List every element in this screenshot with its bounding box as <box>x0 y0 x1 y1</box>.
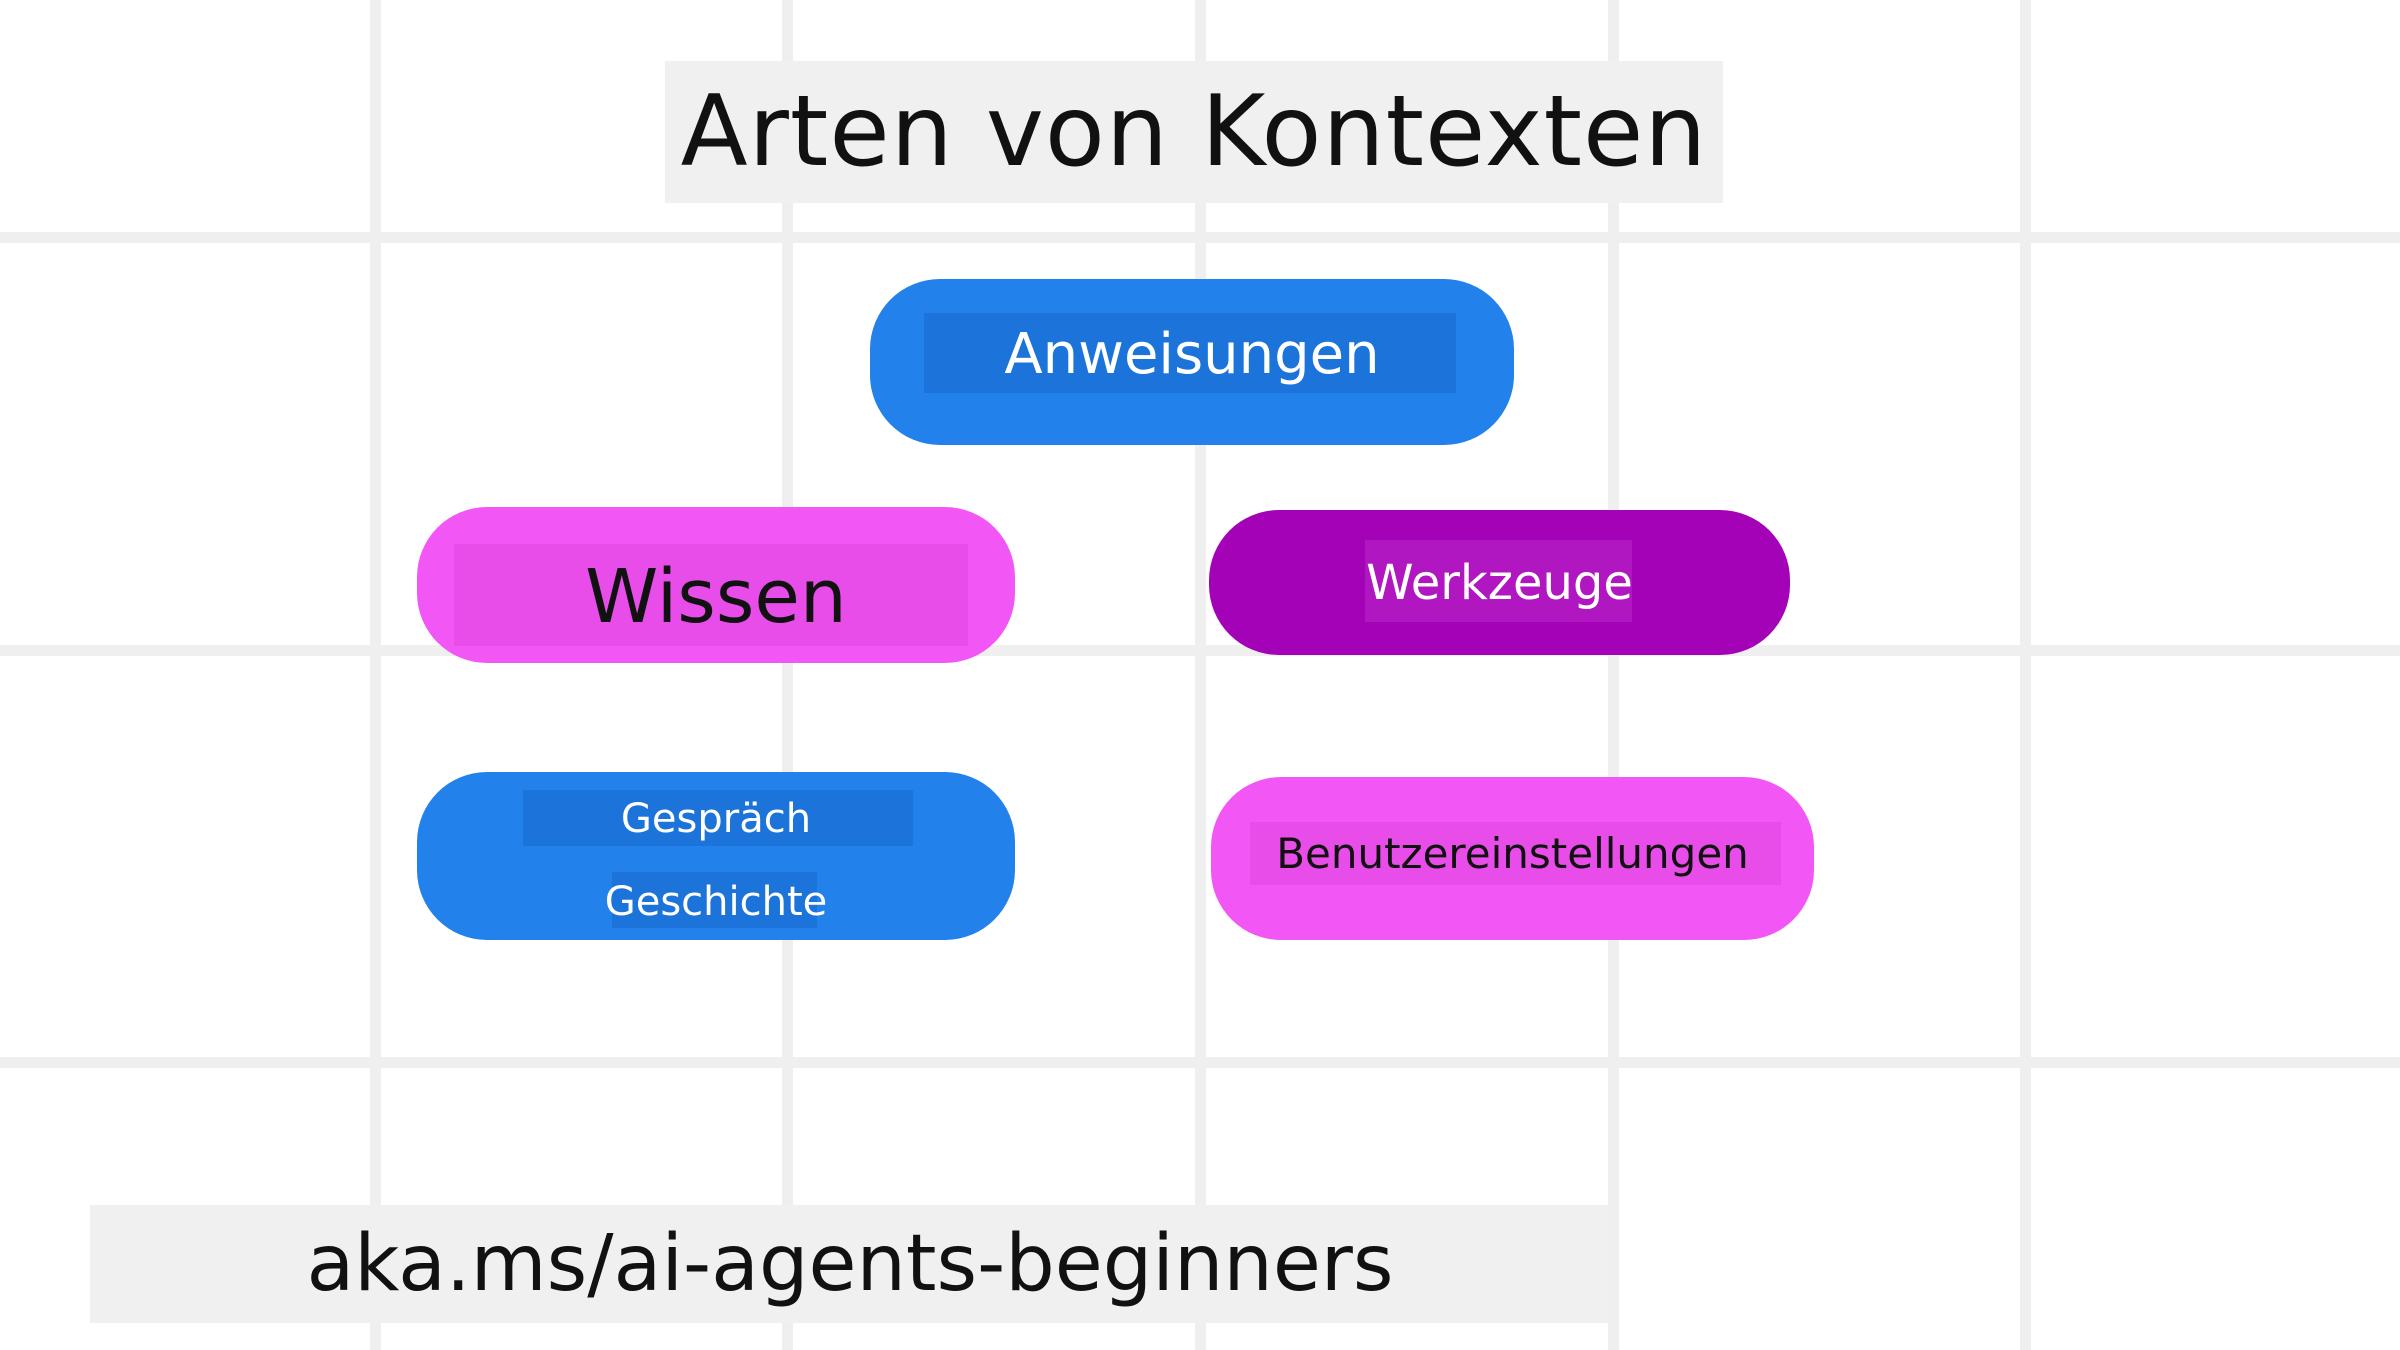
node-user-preferences-label: Benutzereinstellungen <box>1276 829 1749 878</box>
node-conversation-label: Gespräch <box>620 796 812 842</box>
node-instructions-label: Anweisungen <box>1004 321 1380 387</box>
node-instructions-label-bg <box>924 313 1456 393</box>
grid-line <box>2020 0 2031 1350</box>
grid-line <box>0 645 2400 656</box>
footer-link-text: aka.ms/ai-agents-beginners <box>306 1219 1394 1309</box>
node-history-label-bg <box>612 872 817 928</box>
grid-line <box>1608 0 1619 1350</box>
footer-highlight <box>90 1205 1610 1323</box>
grid-line <box>782 0 793 1350</box>
node-conversation-label-bg <box>523 790 913 846</box>
grid-line <box>1195 0 1206 1350</box>
grid-line <box>0 1057 2400 1068</box>
diagram-title: Arten von Kontexten <box>680 75 1708 189</box>
grid-line <box>370 0 381 1350</box>
node-user-preferences-label-bg <box>1250 822 1781 885</box>
node-history-label: Geschichte <box>604 879 828 925</box>
node-tools-label: Werkzeuge <box>1366 554 1633 611</box>
node-knowledge-label: Wissen <box>585 554 847 640</box>
node-knowledge-label-bg <box>454 544 968 646</box>
node-tools-label-bg <box>1365 540 1632 622</box>
grid-line <box>0 232 2400 243</box>
title-highlight <box>665 61 1723 203</box>
